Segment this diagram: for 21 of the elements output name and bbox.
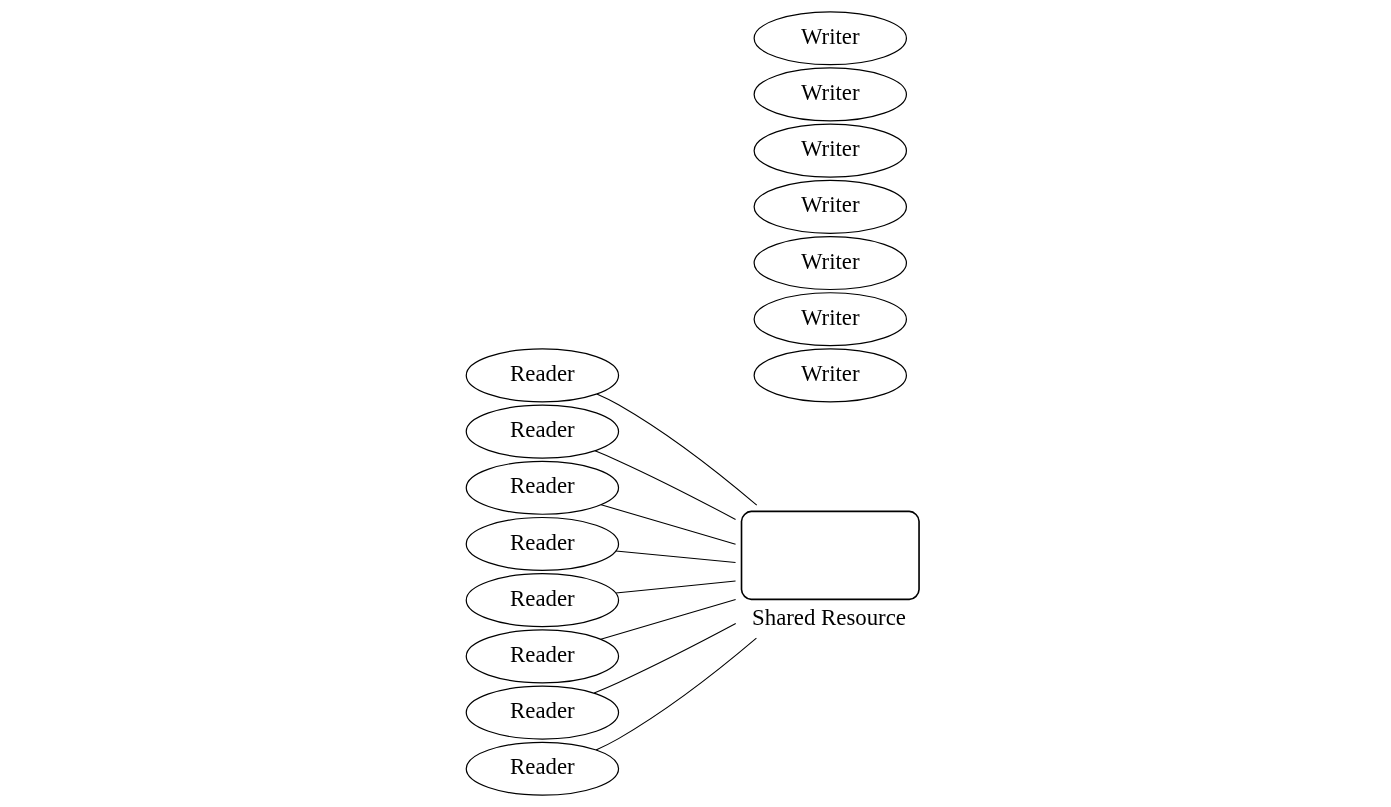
node-ellipse: Writer [753, 292, 908, 347]
node-box [740, 510, 920, 601]
node-ellipse: Reader [465, 741, 620, 796]
node-ellipse: Reader [465, 573, 620, 628]
connector [600, 598, 737, 640]
connector [615, 580, 737, 594]
node-label: Shared Resource [752, 604, 906, 630]
node-ellipse: Reader [465, 404, 620, 459]
node-ellipse: Writer [753, 11, 908, 66]
node-ellipse: Reader [465, 516, 620, 572]
node-ellipse: Writer [753, 123, 908, 178]
node-ellipse: Writer [753, 235, 908, 291]
connector [615, 550, 737, 564]
node-ellipse: Writer [753, 67, 908, 122]
node-ellipse: Reader [465, 348, 620, 403]
node-ellipse: Reader [465, 460, 620, 515]
node-ellipse: Reader [465, 629, 620, 684]
connector [600, 504, 737, 545]
node-ellipse: Reader [465, 685, 620, 740]
node-ellipse: Writer [753, 179, 908, 234]
node-ellipse: Writer [753, 348, 908, 403]
